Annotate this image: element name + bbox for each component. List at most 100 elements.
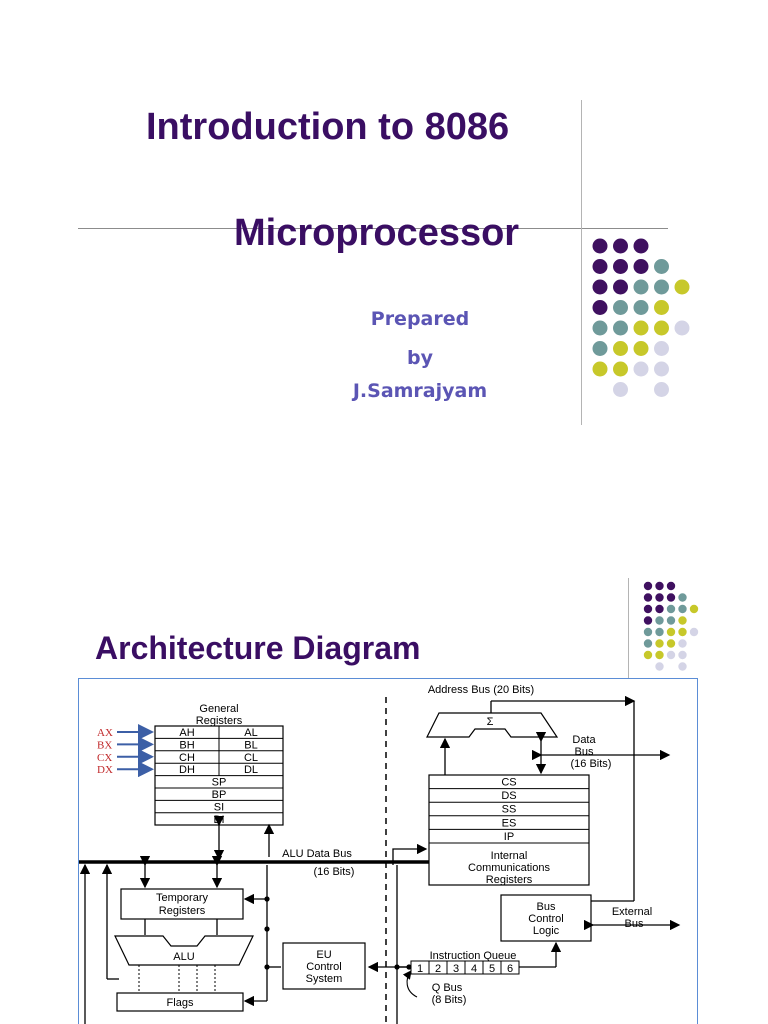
address-adder	[426, 712, 559, 738]
decorative-dot	[654, 279, 669, 295]
decorative-dot	[655, 639, 664, 648]
decorative-dot	[654, 320, 669, 336]
architecture-title: Architecture Diagram	[95, 630, 421, 666]
decorative-dot	[655, 604, 664, 614]
title-vertical-line	[581, 100, 582, 425]
general-registers-label: General	[199, 703, 238, 715]
decorative-dot	[666, 604, 676, 614]
flags-label: Flags	[167, 997, 194, 1009]
decorative-dot	[592, 259, 608, 274]
pointer-register-cell: BP	[212, 789, 227, 801]
external-bus-label-1: External	[612, 906, 652, 918]
alu-data-bus-label: ALU Data Bus	[282, 848, 352, 860]
alu-shape	[114, 935, 254, 966]
segment-register-cell: SS	[502, 804, 517, 816]
credit-prepared: Prepared	[370, 308, 470, 330]
decorative-dot	[666, 650, 676, 660]
bus-control-label-3: Logic	[533, 925, 560, 937]
register-name-label: BX	[97, 739, 112, 751]
decorative-dot	[654, 300, 669, 315]
register-cell-low: DL	[244, 764, 258, 776]
temporary-label-2: Registers	[159, 905, 206, 917]
segment-register-cell: ES	[502, 817, 517, 829]
eu-control-label-2: Control	[306, 961, 341, 973]
external-bus-label-2: Bus	[625, 918, 644, 930]
decorative-dot	[654, 382, 669, 397]
decorative-dot	[655, 627, 664, 637]
decorative-dot	[678, 616, 687, 625]
q-bus-label: Q Bus	[432, 982, 463, 994]
alu-label: ALU	[173, 951, 194, 963]
decorative-dot	[633, 279, 649, 295]
decorative-dot	[633, 341, 649, 356]
bus-control-label-2: Control	[528, 913, 563, 925]
decorative-dot	[666, 581, 676, 591]
decorative-dot	[678, 639, 687, 648]
decorative-dot	[655, 650, 664, 660]
register-cell-low: BL	[244, 739, 257, 751]
architecture-slide: Architecture Diagram General Registers A…	[0, 512, 768, 1024]
decorative-dot	[643, 604, 653, 614]
decorative-dot	[674, 279, 690, 295]
decorative-dot	[655, 616, 664, 625]
segment-registers-block	[428, 774, 590, 886]
instruction-queue-label: Instruction Queue	[430, 950, 517, 962]
decorative-dot	[674, 320, 690, 336]
decorative-dot	[643, 616, 653, 625]
decorative-dot	[655, 581, 664, 591]
decorative-dot	[678, 650, 687, 660]
credit-author: J.Samrajyam	[352, 380, 488, 402]
register-cell-high: BH	[179, 739, 194, 751]
decorative-dot	[613, 361, 628, 377]
decorative-dot	[678, 593, 687, 602]
alu-data-bus-bits: (16 Bits)	[314, 866, 355, 878]
decorative-dot	[633, 259, 649, 274]
register-cell-low: CL	[244, 752, 258, 764]
decorative-dot	[655, 593, 664, 602]
title-line-2: Microprocessor	[234, 212, 520, 254]
decorative-dot	[643, 639, 653, 648]
register-name-label: AX	[97, 727, 113, 739]
segment-register-cell: CS	[501, 777, 516, 789]
internal-label-1: Internal	[491, 850, 528, 862]
register-name-label: CX	[97, 752, 112, 764]
credit-by: by	[407, 347, 433, 369]
decorative-dot	[643, 650, 653, 660]
decorative-dot	[592, 320, 608, 336]
decorative-dot	[592, 300, 608, 315]
decorative-dot	[654, 259, 669, 274]
queue-cell-label: 5	[489, 963, 495, 975]
decorative-dot-grid	[592, 238, 690, 397]
decorative-dot	[592, 279, 608, 295]
address-bus-label: Address Bus (20 Bits)	[428, 684, 534, 696]
decorative-dot	[613, 341, 628, 356]
data-bus-label-2: Bus	[575, 746, 594, 758]
queue-cell-label: 6	[507, 963, 513, 975]
decorative-dot	[643, 627, 653, 637]
bus-control-label-1: Bus	[537, 901, 556, 913]
decorative-dot	[633, 320, 649, 336]
register-cell-low: AL	[244, 727, 257, 739]
sigma-label: Σ	[487, 716, 494, 728]
queue-cell-label: 2	[435, 963, 441, 975]
eu-control-label-1: EU	[316, 949, 331, 961]
register-name-label: DX	[97, 764, 113, 776]
decorative-dot	[592, 361, 608, 377]
queue-cell-label: 4	[471, 963, 477, 975]
internal-label-3: Registers	[486, 874, 533, 886]
decorative-dot	[678, 662, 687, 671]
internal-label-2: Communications	[468, 862, 550, 874]
decorative-dot	[613, 320, 628, 336]
flags-box	[116, 992, 244, 1012]
decorative-dot	[654, 341, 669, 356]
title-line-1: Introduction to 8086	[146, 106, 510, 148]
decorative-dot	[654, 361, 669, 377]
decorative-dot	[613, 382, 628, 397]
decorative-dot-grid-small	[643, 581, 699, 671]
segment-register-cell: IP	[504, 831, 514, 843]
decorative-dot	[666, 616, 676, 625]
q-bus-bits: (8 Bits)	[432, 994, 467, 1006]
decorative-dot	[613, 279, 628, 295]
pointer-register-cell: SP	[212, 777, 227, 789]
